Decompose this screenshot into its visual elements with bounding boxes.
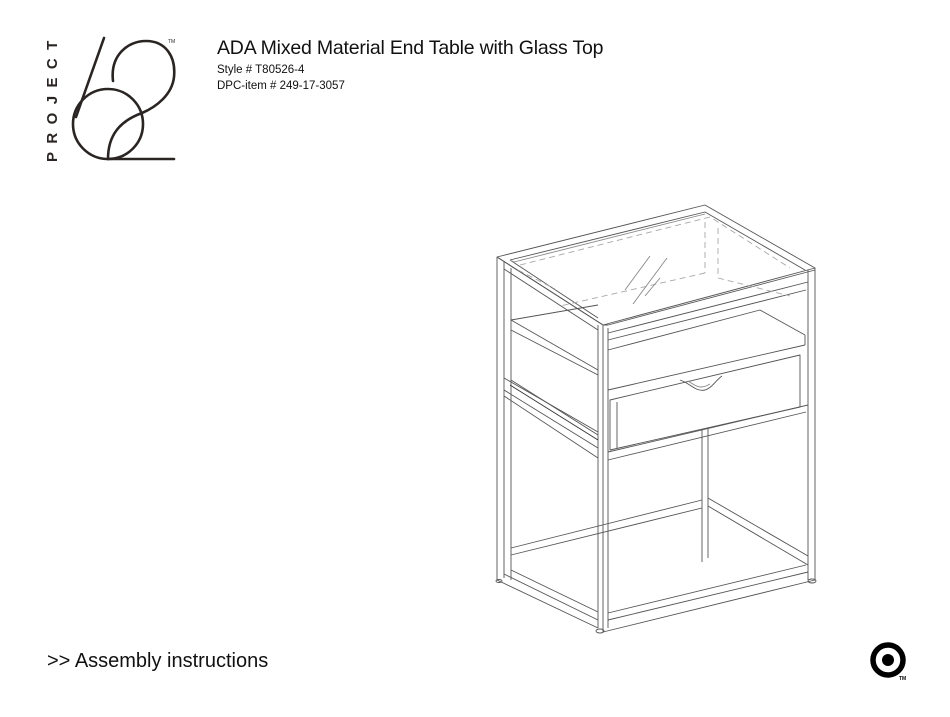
assembly-instructions-link[interactable]: >> Assembly instructions — [47, 650, 269, 672]
end-table-illustration — [495, 204, 817, 634]
target-trademark-mark: TM — [899, 676, 906, 682]
style-number: Style # T80526-4 — [217, 64, 305, 76]
product-title: ADA Mixed Material End Table with Glass … — [217, 37, 604, 59]
dpc-item-number: DPC-item # 249-17-3057 — [217, 80, 345, 92]
brand-wordmark: PROJECT — [44, 32, 61, 162]
trademark-mark: TM — [168, 39, 175, 45]
project-62-logo-icon: TM — [71, 36, 176, 161]
target-bullseye-icon: TM — [870, 642, 906, 682]
